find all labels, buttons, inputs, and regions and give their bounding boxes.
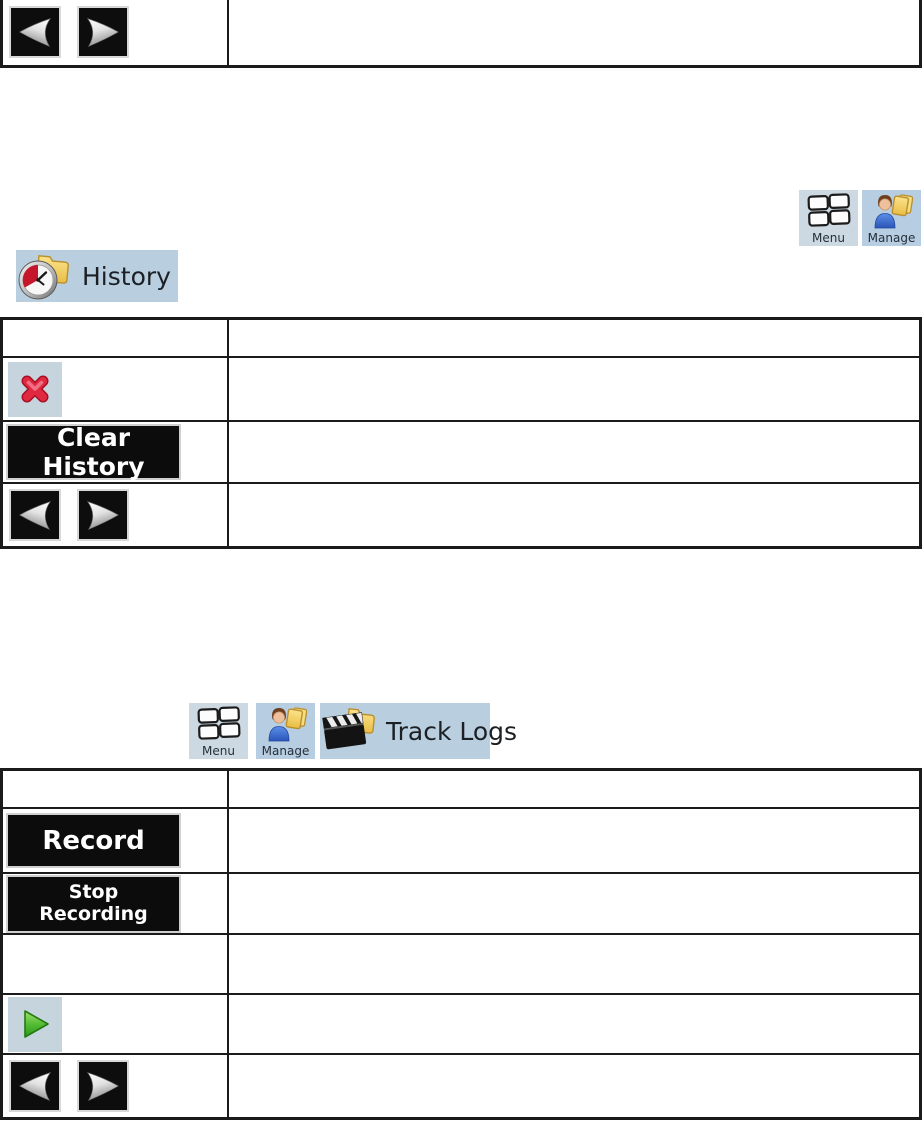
red-x-icon <box>21 375 49 403</box>
table-cell-buttons <box>3 320 229 356</box>
page-right-button[interactable] <box>77 6 129 58</box>
table-row <box>3 1055 919 1117</box>
table-cell-description <box>229 1055 919 1117</box>
menu-button-label: Menu <box>202 744 235 758</box>
menu-button-label: Menu <box>812 231 845 245</box>
arrow-right-icon <box>86 501 119 530</box>
arrow-left-icon <box>19 18 52 47</box>
menu-button[interactable]: Menu <box>799 190 858 246</box>
table-row: Stop Recording <box>3 874 919 935</box>
track-logs-button[interactable]: Track Logs <box>320 703 517 759</box>
table-cell-description <box>229 809 919 872</box>
stop-recording-button[interactable]: Stop Recording <box>6 874 181 933</box>
table-tracklog-buttons: Record Stop Recording <box>0 768 922 1120</box>
clapperboard-folder-icon <box>322 706 376 756</box>
record-button[interactable]: Record <box>6 813 181 868</box>
delete-entry-button[interactable] <box>8 361 62 417</box>
table-cell-buttons <box>3 995 229 1053</box>
menu-grid-icon <box>189 703 248 745</box>
page-left-button[interactable] <box>9 1060 61 1112</box>
manage-button[interactable]: Manage <box>862 190 921 246</box>
table-cell-buttons: Clear History <box>3 422 229 482</box>
manage-button[interactable]: Manage <box>256 703 315 759</box>
table-cell-description <box>229 935 919 993</box>
arrow-right-icon <box>86 18 119 47</box>
pager-buttons <box>9 489 129 541</box>
history-button[interactable]: History <box>16 250 178 302</box>
table-cell-buttons <box>3 935 229 993</box>
table-cell-buttons <box>3 0 229 65</box>
table-header-row <box>3 320 919 358</box>
record-button-label: Record <box>42 825 145 856</box>
table-cell-description <box>229 995 919 1053</box>
page-right-button[interactable] <box>77 1060 129 1112</box>
table-header-row <box>3 771 919 809</box>
history-button-label: History <box>82 261 171 291</box>
table-row: Clear History <box>3 422 919 484</box>
table-cell-buttons <box>3 484 229 546</box>
table-cell-description <box>229 771 919 807</box>
user-folders-icon <box>256 703 315 745</box>
manage-button-label: Manage <box>261 744 310 758</box>
table-cell-buttons <box>3 1055 229 1117</box>
table-cell-buttons <box>3 771 229 807</box>
pager-buttons <box>9 6 129 58</box>
menu-grid-icon <box>799 190 858 232</box>
history-clock-folder-icon <box>16 251 72 301</box>
table-cell-buttons: Stop Recording <box>3 874 229 933</box>
page-left-button[interactable] <box>9 489 61 541</box>
track-logs-button-label: Track Logs <box>386 716 518 746</box>
table-row: Record <box>3 809 919 874</box>
arrow-left-icon <box>19 501 52 530</box>
page-left-button[interactable] <box>9 6 61 58</box>
table-cell-description <box>229 320 919 356</box>
green-play-icon <box>24 1010 49 1038</box>
stop-recording-label-line2: Recording <box>39 902 148 925</box>
table-row <box>3 995 919 1055</box>
arrow-right-icon <box>86 1072 119 1101</box>
table-row <box>3 484 919 546</box>
page-right-button[interactable] <box>77 489 129 541</box>
table-pager-partial <box>0 0 922 68</box>
clear-history-button-label: Clear History <box>42 423 145 481</box>
table-row <box>3 358 919 422</box>
stop-recording-label-line1: Stop <box>68 881 119 904</box>
table-cell-description <box>229 358 919 420</box>
table-cell-buttons: Record <box>3 809 229 872</box>
menu-button[interactable]: Menu <box>189 703 248 759</box>
arrow-left-icon <box>19 1072 52 1101</box>
play-tracklog-button[interactable] <box>8 996 62 1052</box>
table-row <box>3 935 919 995</box>
table-cell-description <box>229 874 919 933</box>
table-cell-description <box>229 0 919 65</box>
table-cell-description <box>229 484 919 546</box>
table-cell-description <box>229 422 919 482</box>
clear-history-button[interactable]: Clear History <box>6 423 181 481</box>
user-folders-icon <box>862 190 921 232</box>
manage-button-label: Manage <box>867 231 916 245</box>
table-row <box>3 0 919 65</box>
pager-buttons <box>9 1060 129 1112</box>
table-history-buttons: Clear History <box>0 317 922 549</box>
table-cell-buttons <box>3 358 229 420</box>
